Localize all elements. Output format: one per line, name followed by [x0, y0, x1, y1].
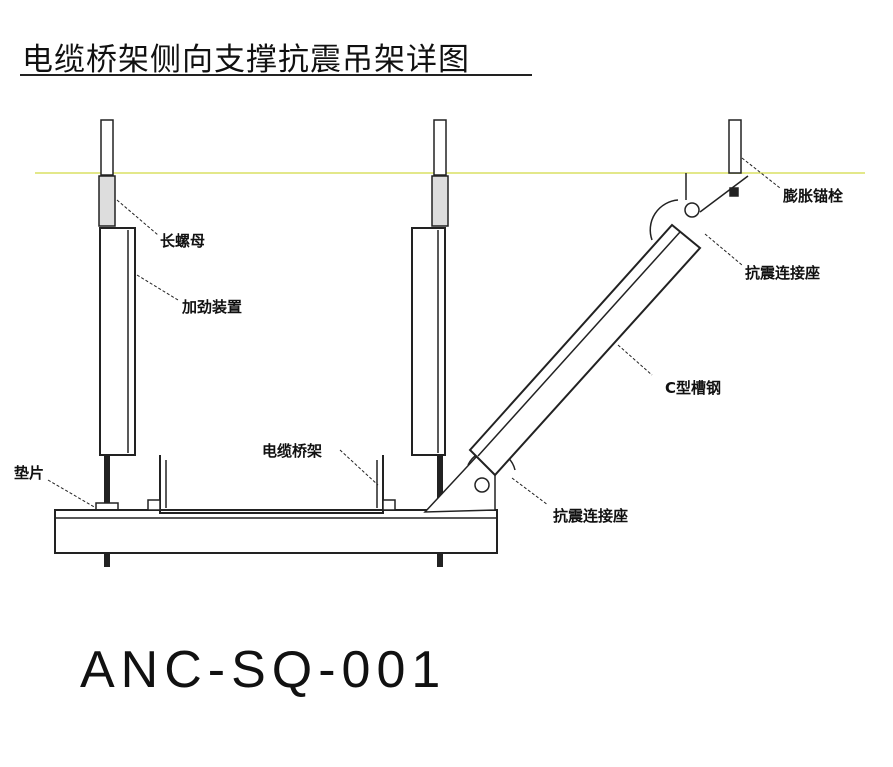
- right-long-nut: [431, 175, 449, 227]
- cable-tray: [147, 455, 396, 514]
- label-seismic-connector-bottom: 抗震连接座: [553, 507, 629, 525]
- right-hanger: [411, 119, 449, 567]
- label-c-channel: C型槽钢: [665, 379, 722, 397]
- left-stiffener: [99, 227, 136, 456]
- title-underline: [20, 74, 532, 76]
- drawing-code: ANC-SQ-001: [80, 641, 447, 699]
- left-anchor-bolt: [100, 119, 114, 176]
- label-long-nut: 长螺母: [160, 232, 206, 250]
- right-expansion-anchor: [728, 119, 742, 174]
- right-anchor-bolt: [433, 119, 447, 176]
- c-channel-brace: [468, 223, 702, 477]
- left-long-nut: [98, 175, 116, 227]
- right-stiffener: [411, 227, 446, 456]
- base-channel: [54, 509, 498, 554]
- leader-lines: [47, 157, 781, 509]
- drawing-title: 电缆桥架侧向支撑抗震吊架详图: [22, 42, 470, 78]
- top-seismic-connector: [649, 173, 749, 241]
- label-seismic-connector-top: 抗震连接座: [745, 264, 821, 282]
- label-stiffener: 加劲装置: [182, 298, 243, 316]
- left-hanger: [95, 119, 136, 567]
- label-expansion-anchor: 膨胀锚栓: [783, 187, 844, 205]
- label-washer: 垫片: [14, 464, 45, 482]
- label-cable-tray: 电缆桥架: [262, 442, 323, 460]
